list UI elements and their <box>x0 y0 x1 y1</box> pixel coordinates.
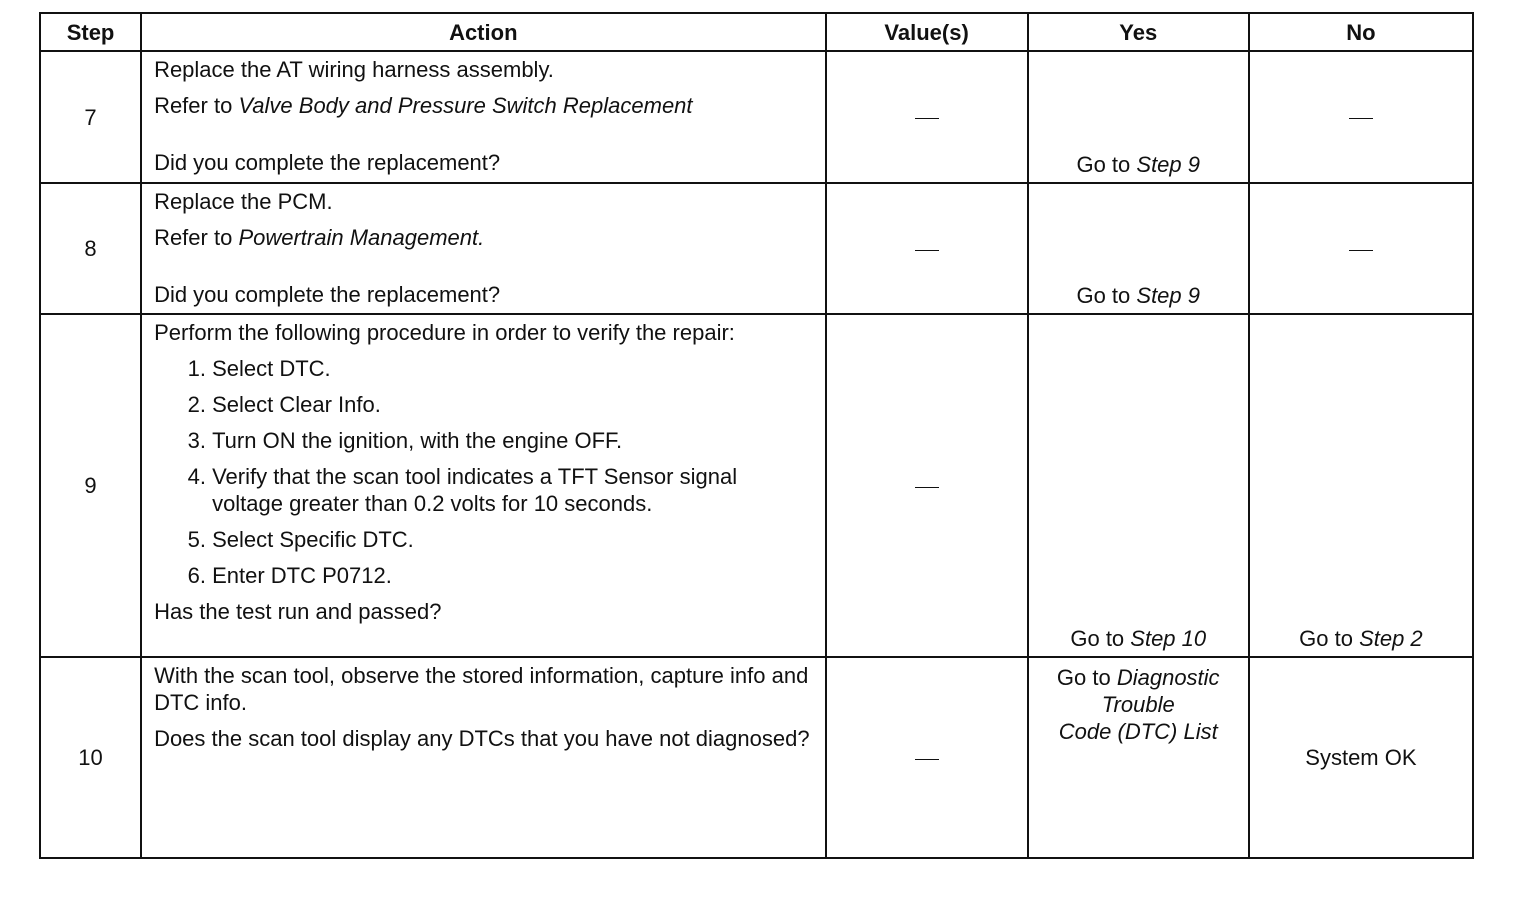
yes-ref-line2: Trouble <box>1101 692 1175 717</box>
header-values: Value(s) <box>824 12 1029 52</box>
yes-prefix: Go to <box>1076 152 1137 177</box>
yes-prefix: Go to <box>1070 626 1131 651</box>
yes-go-line: Go to Diagnostic <box>1029 664 1248 691</box>
header-row: Step Action Value(s) Yes No <box>38 12 1475 52</box>
action-text: Replace the AT wiring harness assembly. <box>154 57 554 82</box>
value-cell: — <box>824 656 1029 859</box>
yes-ref-line1: Diagnostic <box>1116 665 1220 690</box>
list-item: Enter DTC P0712. <box>212 562 812 589</box>
action-reference: Refer to Valve Body and Pressure Switch … <box>154 92 812 119</box>
procedure-list: Select DTC. Select Clear Info. Turn ON t… <box>154 355 812 589</box>
dash-mark: — <box>914 118 939 120</box>
action-text: Replace the PCM. <box>154 189 333 214</box>
yes-ref-line3: Code (DTC) List <box>1058 719 1218 744</box>
yes-cell: Go to Step 9 <box>1026 50 1250 184</box>
dash-mark: — <box>1348 118 1373 120</box>
table-row: 7 Replace the AT wiring harness assembly… <box>38 50 1475 184</box>
list-item: Select Clear Info. <box>212 391 812 418</box>
no-prefix: Go to <box>1299 626 1360 651</box>
yes-step-ref: Step 10 <box>1130 626 1207 651</box>
yes-prefix: Go to <box>1076 283 1137 308</box>
dash-mark: — <box>914 249 939 251</box>
step-number: 8 <box>38 182 143 315</box>
list-item: Turn ON the ignition, with the engine OF… <box>212 427 812 454</box>
action-cell: Perform the following procedure in order… <box>140 313 827 658</box>
table-row: 8 Replace the PCM. Refer to Powertrain M… <box>38 182 1475 315</box>
value-cell: — <box>824 313 1029 658</box>
reference-link: Powertrain Management. <box>238 225 485 250</box>
refer-prefix: Refer to <box>154 93 239 118</box>
step-number: 7 <box>38 50 143 184</box>
no-cell: System OK <box>1247 656 1475 859</box>
header-step: Step <box>38 12 143 52</box>
action-question: Does the scan tool display any DTCs that… <box>154 726 810 751</box>
no-cell: — <box>1247 50 1475 184</box>
list-item: Select Specific DTC. <box>212 526 812 553</box>
step-number: 10 <box>38 656 143 859</box>
action-text: With the scan tool, observe the stored i… <box>154 663 809 715</box>
action-question: Has the test run and passed? <box>154 599 442 624</box>
list-item: Verify that the scan tool indicates a TF… <box>212 463 812 517</box>
action-cell: Replace the PCM. Refer to Powertrain Man… <box>140 182 827 315</box>
header-yes: Yes <box>1026 12 1250 52</box>
yes-step-ref: Step 9 <box>1136 152 1200 177</box>
action-question: Did you complete the replacement? <box>154 282 501 307</box>
value-cell: — <box>824 50 1029 184</box>
yes-prefix: Go to <box>1056 665 1117 690</box>
header-no: No <box>1247 12 1475 52</box>
no-cell: Go to Step 2 <box>1247 313 1475 658</box>
reference-link: Valve Body and Pressure Switch Replaceme… <box>238 93 693 118</box>
action-reference: Refer to Powertrain Management. <box>154 224 812 251</box>
diagnostic-table: Step Action Value(s) Yes No 7 Replace th… <box>38 12 1475 859</box>
action-intro: Perform the following procedure in order… <box>154 320 735 345</box>
table-row: 10 With the scan tool, observe the store… <box>38 656 1475 859</box>
no-step-ref: Step 2 <box>1359 626 1423 651</box>
action-cell: With the scan tool, observe the stored i… <box>140 656 827 859</box>
no-cell: — <box>1247 182 1475 315</box>
yes-step-ref: Step 9 <box>1136 283 1200 308</box>
value-cell: — <box>824 182 1029 315</box>
dash-mark: — <box>1348 249 1373 251</box>
table-row: 9 Perform the following procedure in ord… <box>38 313 1475 658</box>
refer-prefix: Refer to <box>154 225 239 250</box>
action-question: Did you complete the replacement? <box>154 150 501 175</box>
dash-mark: — <box>914 758 939 760</box>
action-cell: Replace the AT wiring harness assembly. … <box>140 50 827 184</box>
header-action: Action <box>140 12 827 52</box>
yes-cell: Go to Step 10 <box>1026 313 1250 658</box>
step-number: 9 <box>38 313 143 658</box>
dash-mark: — <box>914 486 939 488</box>
yes-cell: Go to Diagnostic Trouble Code (DTC) List <box>1026 656 1250 859</box>
yes-cell: Go to Step 9 <box>1026 182 1250 315</box>
list-item: Select DTC. <box>212 355 812 382</box>
